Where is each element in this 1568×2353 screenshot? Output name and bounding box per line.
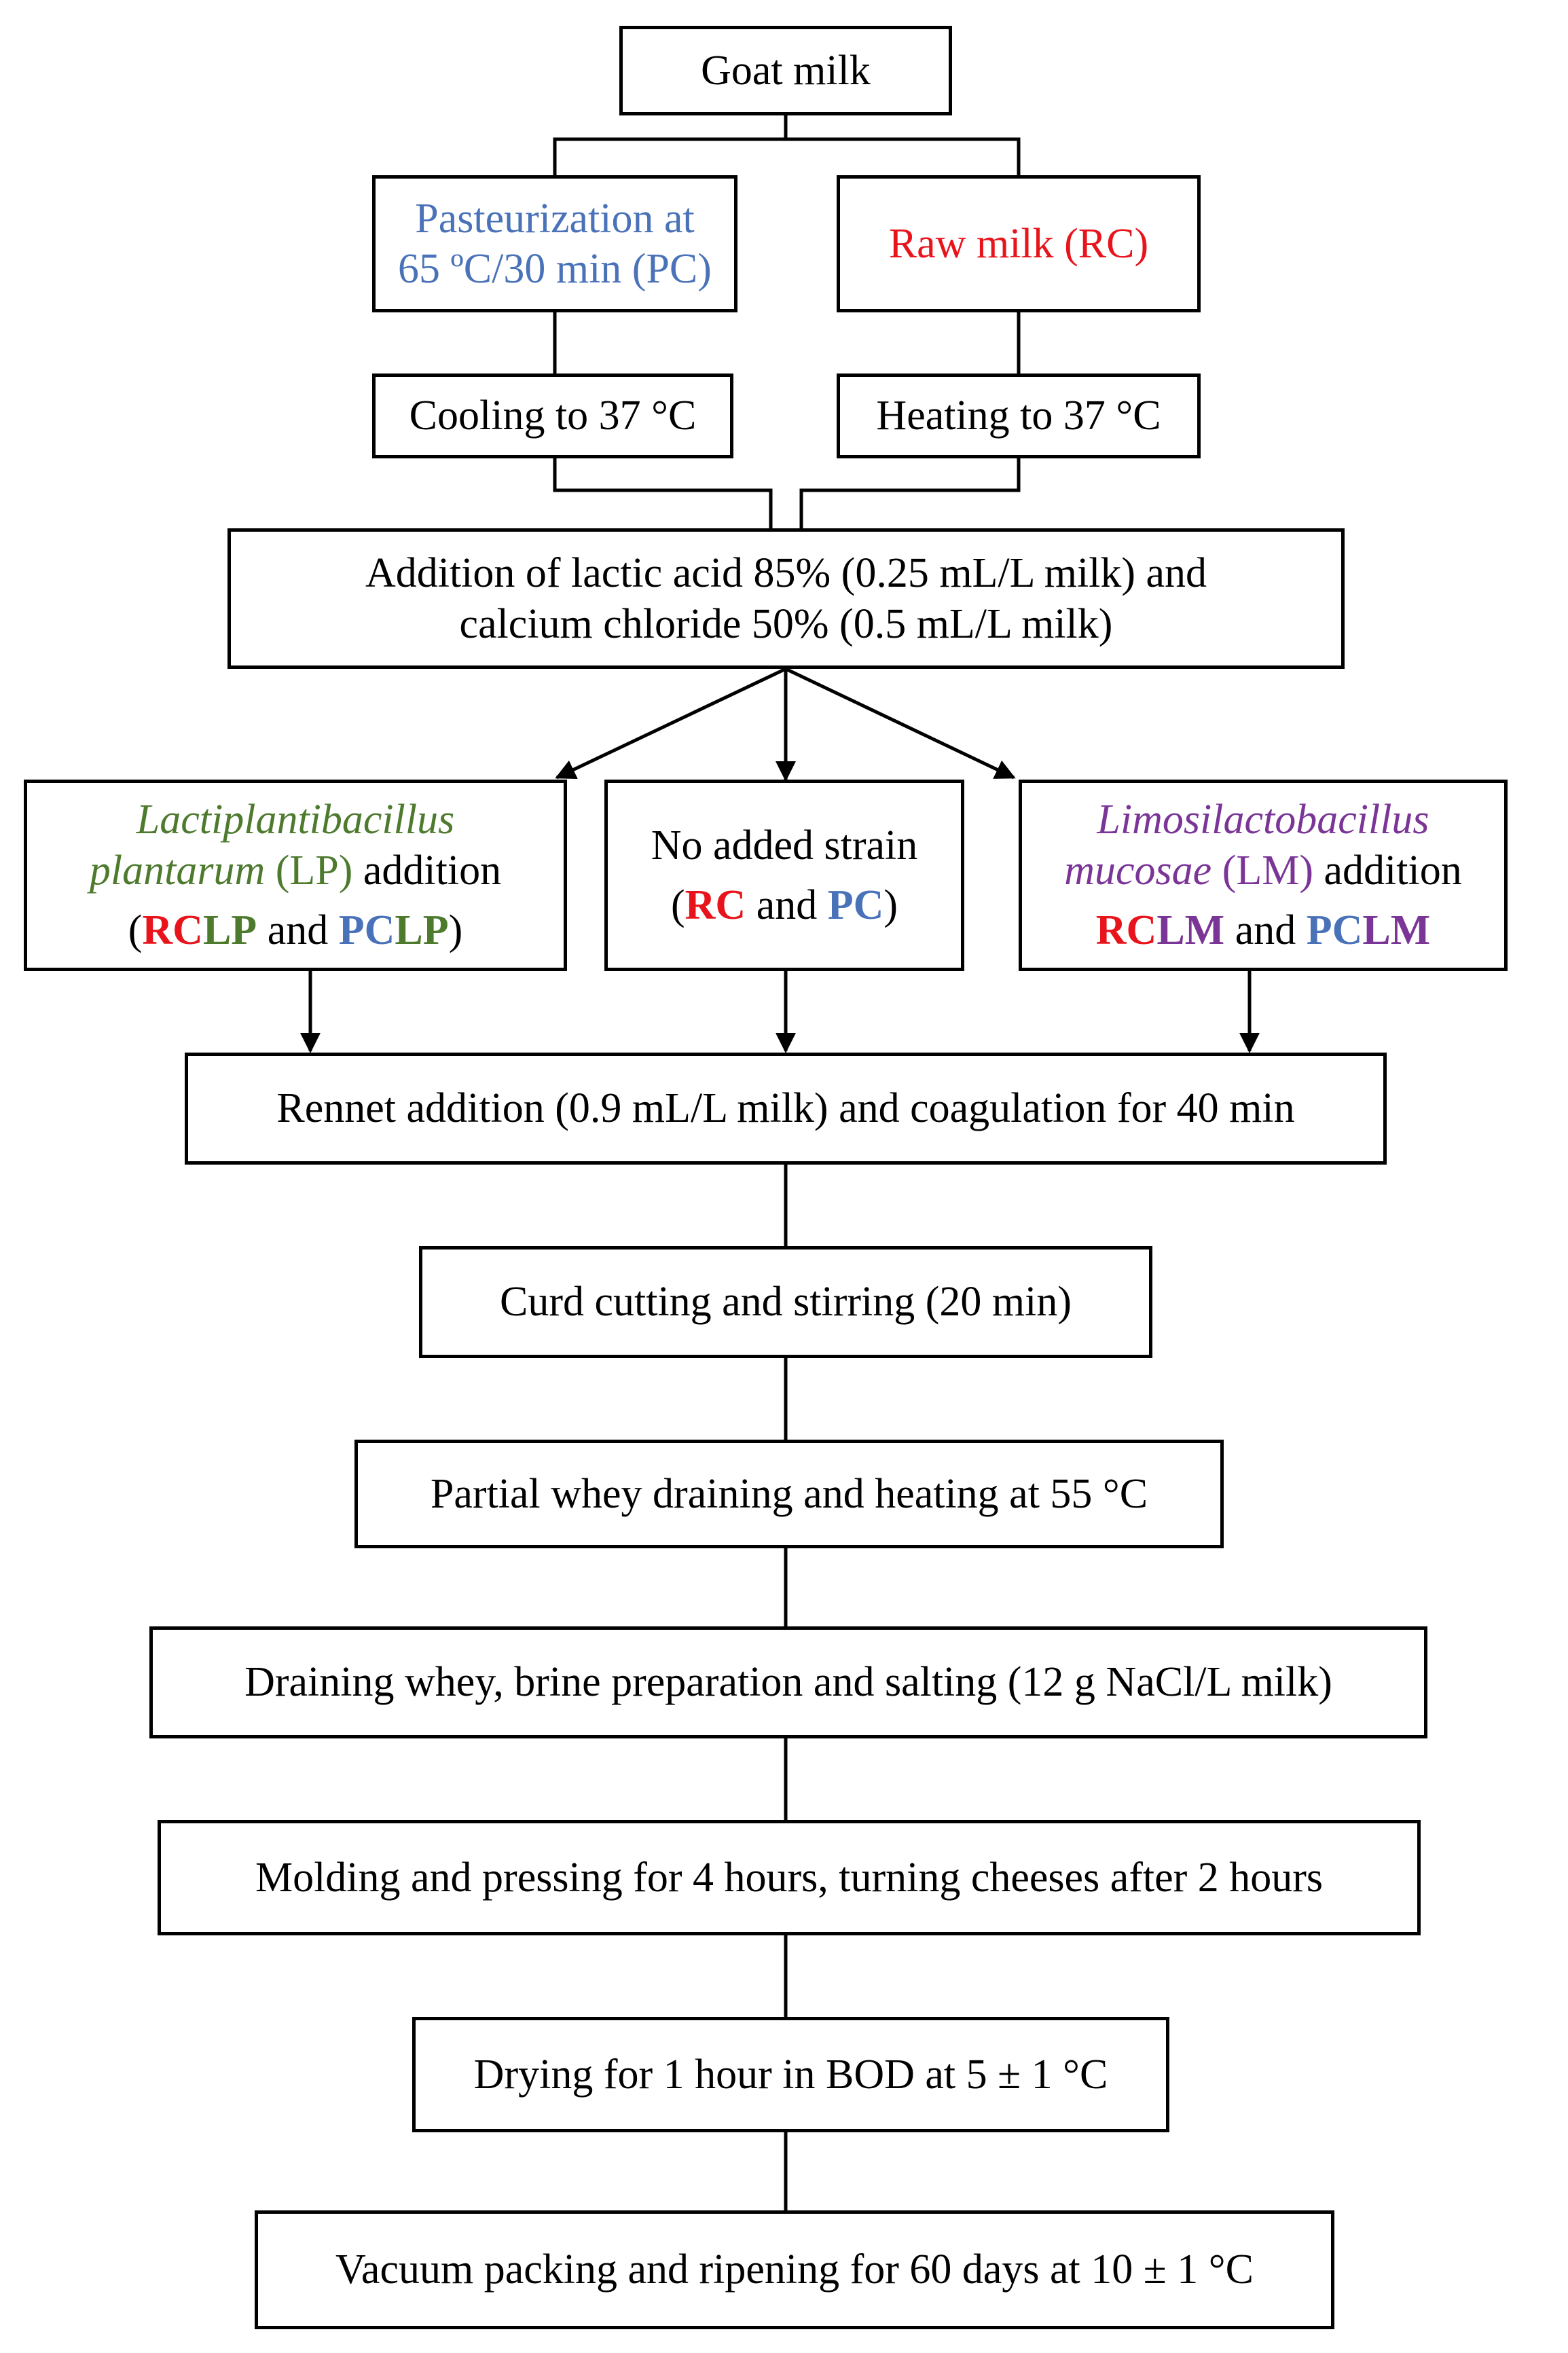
- lp-rc-code: RC: [142, 907, 203, 954]
- lp-abbr: (LP): [275, 847, 353, 894]
- packing-label: Vacuum packing and ripening for 60 days …: [335, 2246, 1254, 2293]
- lm-species-line2: mucosae (LM) addition: [1064, 845, 1461, 896]
- lm-pc-code: PC: [1306, 907, 1363, 954]
- drying-label: Drying for 1 hour in BOD at 5 ± 1 °C: [473, 2051, 1108, 2098]
- salting-box: Draining whey, brine preparation and sal…: [149, 1626, 1427, 1738]
- split-connector: [786, 137, 1021, 175]
- raw-milk-box: Raw milk (RC): [837, 175, 1201, 312]
- lp-species-line1: Lactiplantibacillus: [136, 795, 454, 845]
- lm-rc-code: RC: [1095, 907, 1157, 954]
- raw-milk-label: Raw milk (RC): [888, 220, 1149, 267]
- lp-groups-line: (RCLP and PCLP): [128, 905, 463, 955]
- whey-heating-label: Partial whey draining and heating at 55 …: [430, 1470, 1148, 1517]
- pasteurization-line1: Pasteurization at: [415, 195, 695, 242]
- lp-close-paren: ): [448, 907, 463, 954]
- lp-and: and: [267, 907, 329, 954]
- lp-lp-code-2: LP: [395, 907, 449, 954]
- no-strain-groups-line: (RC and PC): [671, 880, 898, 930]
- additives-line1: Addition of lactic acid 85% (0.25 mL/L m…: [365, 550, 1207, 597]
- arrow-to-lp: [555, 667, 787, 780]
- heating-box: Heating to 37 °C: [837, 373, 1201, 458]
- lm-groups-line: RCLM and PCLM: [1096, 905, 1431, 955]
- lp-species: plantarum: [89, 847, 266, 894]
- goat-milk-box: Goat milk: [619, 26, 952, 115]
- no-strain-box: No added strain (RC and PC): [604, 780, 964, 971]
- curd-box: Curd cutting and stirring (20 min): [419, 1246, 1152, 1358]
- lp-genus: Lactiplantibacillus: [136, 797, 455, 843]
- salting-label: Draining whey, brine preparation and sal…: [244, 1659, 1332, 1706]
- curd-label: Curd cutting and stirring (20 min): [499, 1279, 1072, 1326]
- lm-and: and: [1235, 907, 1296, 954]
- split-connector: [553, 115, 788, 175]
- molding-box: Molding and pressing for 4 hours, turnin…: [158, 1820, 1421, 1935]
- lp-addition-word: addition: [363, 847, 502, 894]
- lm-species-line1: Limosilactobacillus: [1097, 795, 1429, 845]
- cooling-box: Cooling to 37 °C: [372, 373, 733, 458]
- lp-lp-code: LP: [202, 907, 257, 954]
- no-strain-open-paren: (: [670, 882, 685, 928]
- additives-line2: calcium chloride 50% (0.5 mL/L milk): [459, 600, 1113, 647]
- heating-label: Heating to 37 °C: [876, 393, 1161, 439]
- no-strain-close-paren: ): [883, 882, 898, 928]
- no-strain-and: and: [756, 882, 818, 928]
- goat-milk-label: Goat milk: [701, 47, 871, 94]
- lm-lm-code: LM: [1156, 907, 1225, 954]
- pasteurization-box: Pasteurization at 65 ºC/30 min (PC): [372, 175, 737, 312]
- merge-connector: [799, 458, 1021, 528]
- lm-abbr: (LM): [1222, 847, 1314, 894]
- lp-addition-box: Lactiplantibacillus plantarum (LP) addit…: [24, 780, 567, 971]
- rennet-label: Rennet addition (0.9 mL/L milk) and coag…: [276, 1085, 1295, 1132]
- lp-pc-code: PC: [338, 907, 395, 954]
- no-strain-label: No added strain: [651, 822, 918, 869]
- merge-connector: [553, 458, 773, 528]
- no-strain-pc-code: PC: [827, 882, 884, 928]
- cooling-label: Cooling to 37 °C: [409, 393, 697, 439]
- no-strain-rc-code: RC: [685, 882, 746, 928]
- rennet-box: Rennet addition (0.9 mL/L milk) and coag…: [185, 1053, 1387, 1165]
- arrow-to-lm: [784, 667, 1016, 780]
- lp-species-line2: plantarum (LP) addition: [90, 845, 501, 896]
- pasteurization-line2: 65 ºC/30 min (PC): [398, 246, 712, 292]
- lm-genus: Limosilactobacillus: [1097, 797, 1429, 843]
- lm-addition-box: Limosilactobacillus mucosae (LM) additio…: [1019, 780, 1508, 971]
- drying-box: Drying for 1 hour in BOD at 5 ± 1 °C: [412, 2017, 1169, 2132]
- additives-box: Addition of lactic acid 85% (0.25 mL/L m…: [227, 528, 1345, 669]
- lm-species: mucosae: [1064, 847, 1212, 894]
- packing-box: Vacuum packing and ripening for 60 days …: [255, 2210, 1334, 2329]
- lm-addition-word: addition: [1324, 847, 1462, 894]
- whey-heating-box: Partial whey draining and heating at 55 …: [354, 1440, 1224, 1548]
- lm-lm-code-2: LM: [1362, 907, 1431, 954]
- lp-open-paren: (: [128, 907, 143, 954]
- molding-label: Molding and pressing for 4 hours, turnin…: [255, 1854, 1324, 1901]
